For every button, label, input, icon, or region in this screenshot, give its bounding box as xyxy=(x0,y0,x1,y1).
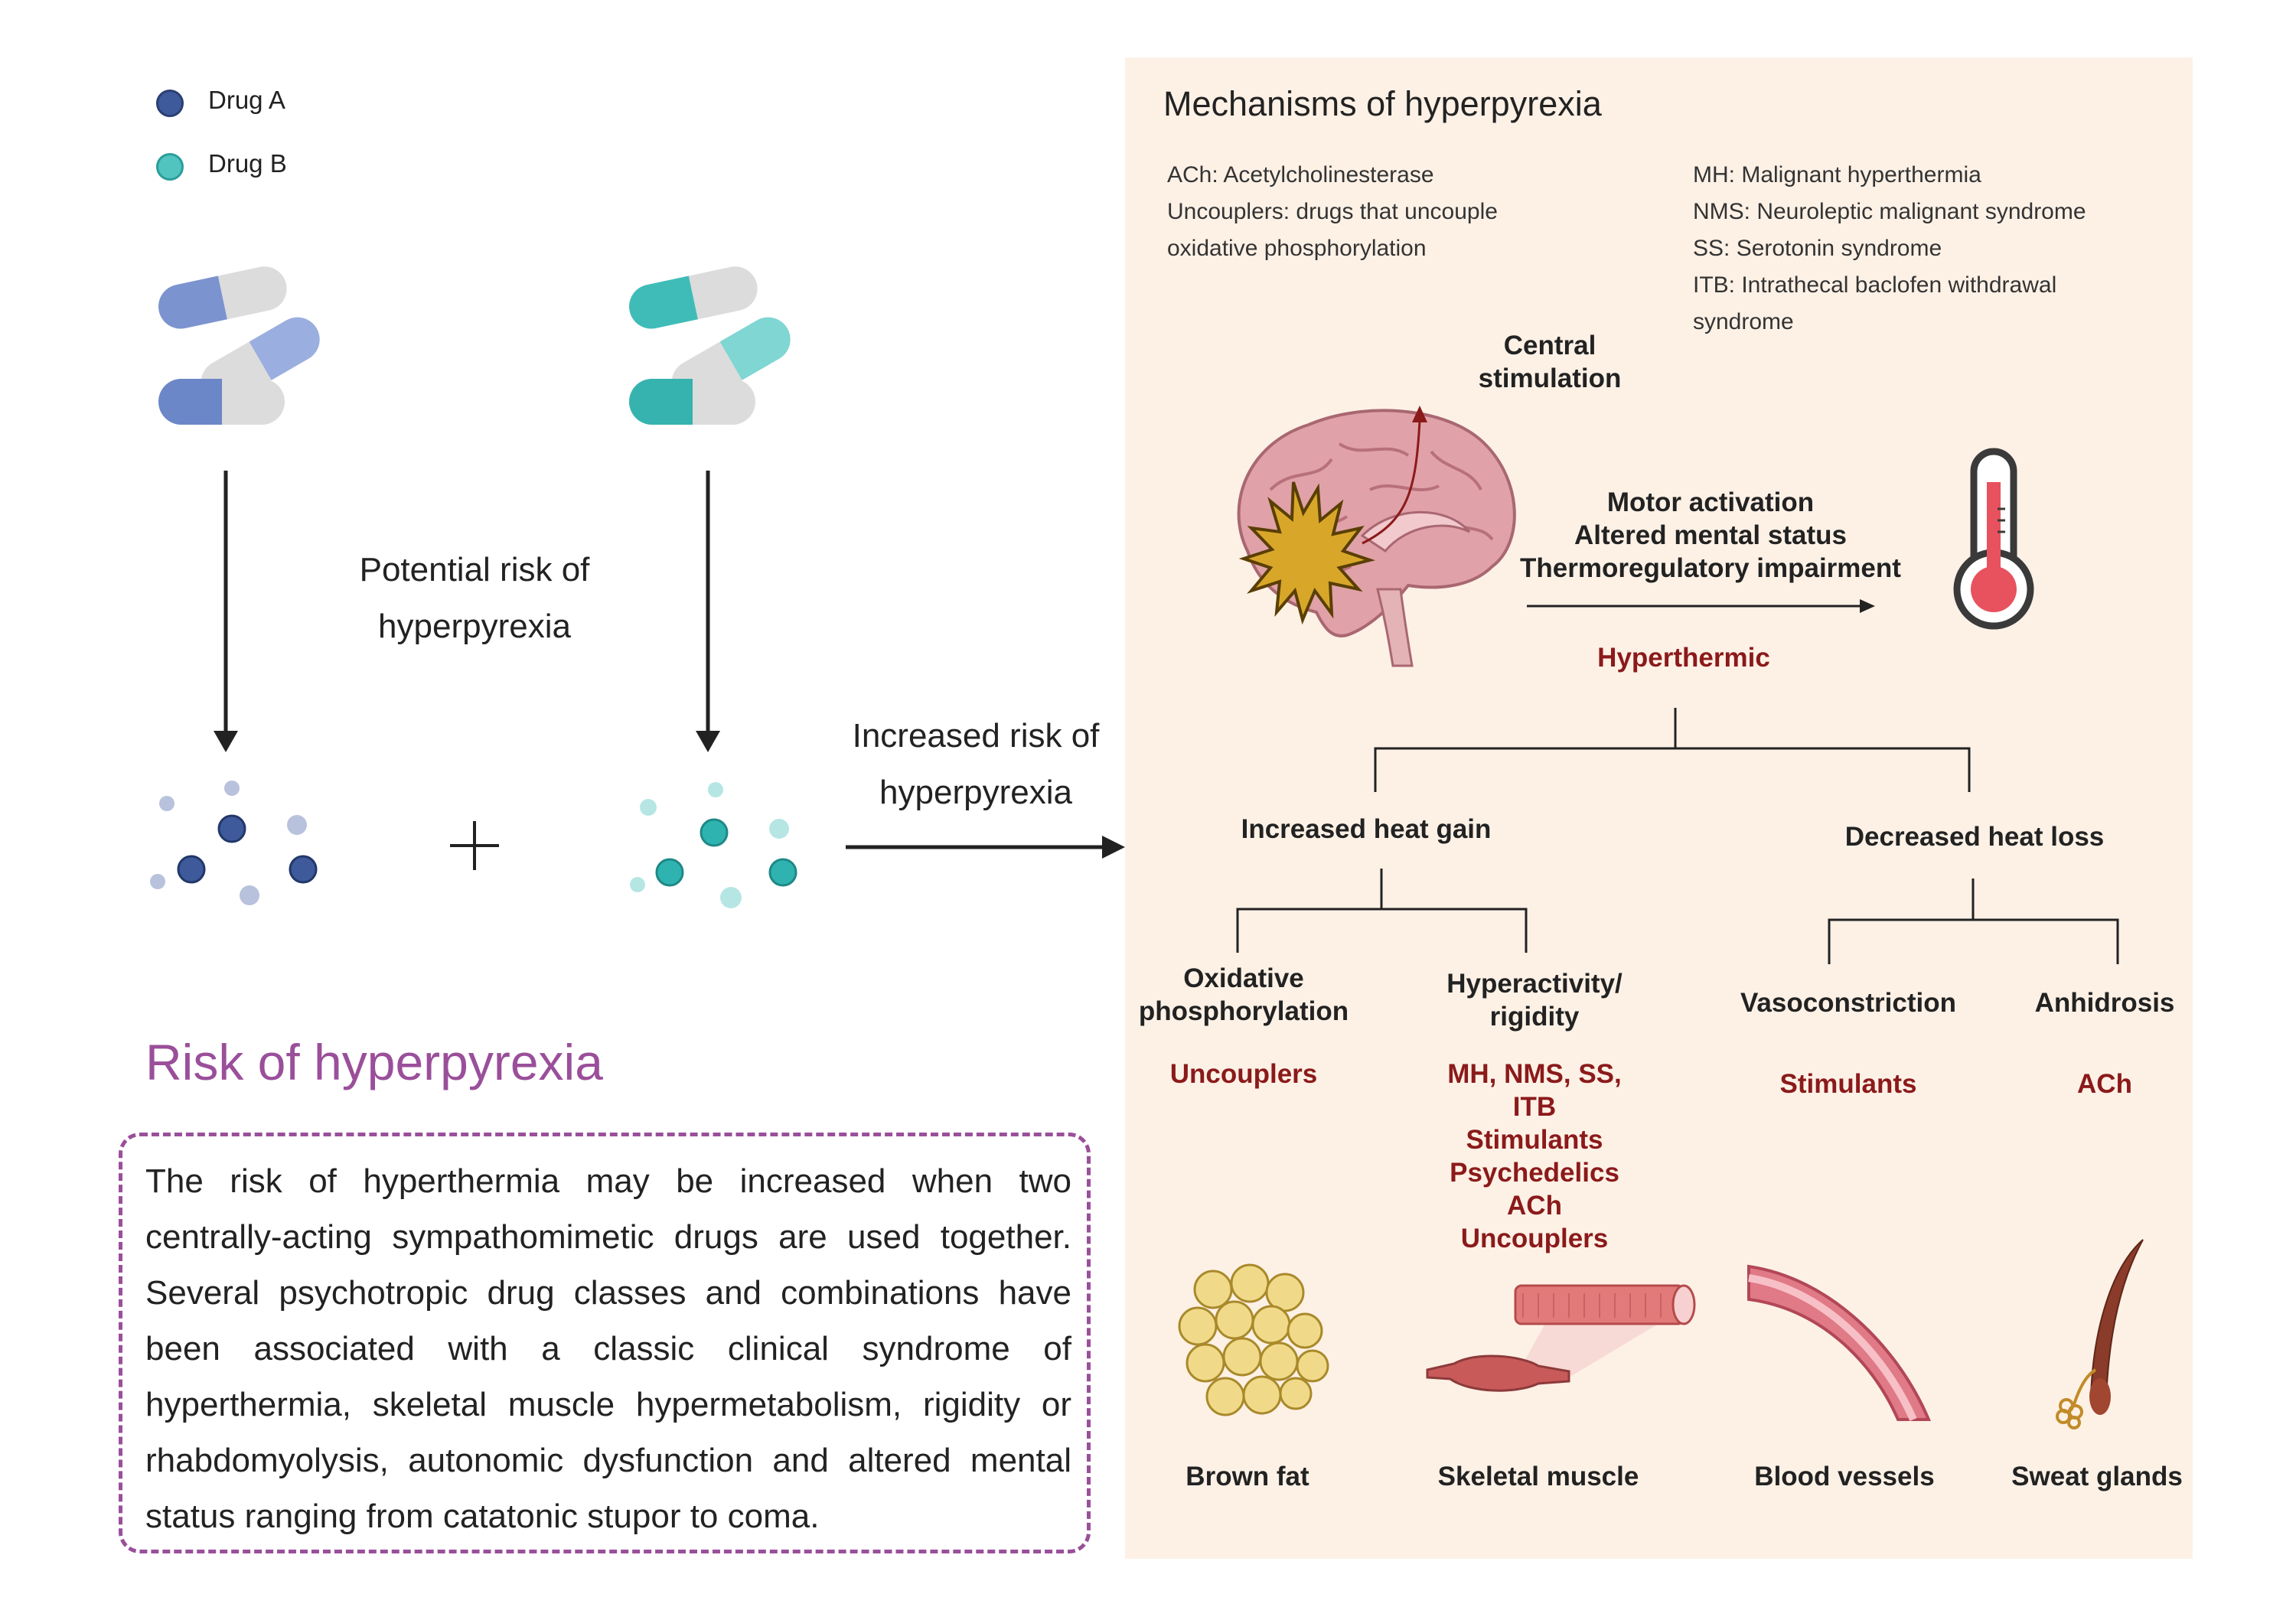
skeletal-muscle-label: Skeletal muscle xyxy=(1437,1462,1639,1491)
sweat-gland-icon xyxy=(2056,1239,2144,1429)
abbr-mh: MH: Malignant hyperthermia xyxy=(1693,162,1981,187)
drug-a-legend-label: Drug A xyxy=(208,86,285,114)
cause-vaso-stimulants: Stimulants xyxy=(1779,1069,1917,1099)
drug-a-particles xyxy=(150,781,318,905)
hyperactivity-rigidity-label: Hyperactivity/ rigidity xyxy=(1446,969,1623,1032)
effect-thermoregulatory-impairment: Thermoregulatory impairment xyxy=(1520,553,1901,583)
drug-b-capsules-icon xyxy=(629,266,791,425)
sweat-glands-label: Sweat glands xyxy=(2011,1462,2183,1491)
cause-anhidrosis-ach: ACh xyxy=(2077,1069,2132,1099)
skeletal-muscle-icon xyxy=(1426,1284,1696,1392)
effects-arrow xyxy=(1527,599,1875,613)
effect-motor-activation: Motor activation xyxy=(1606,487,1815,517)
cause-stimulants: Stimulants xyxy=(1466,1125,1603,1155)
cause-psychedelics: Psychedelics xyxy=(1450,1158,1619,1188)
abbr-itb-cont: syndrome xyxy=(1693,309,1794,334)
abbr-nms: NMS: Neuroleptic malignant syndrome xyxy=(1693,199,2086,224)
abbreviations-right: MH: Malignant hyperthermia NMS: Neurolep… xyxy=(1693,157,2086,341)
combination-right-arrow xyxy=(846,836,1125,859)
central-stimulation-label: Central stimulation xyxy=(1478,331,1622,393)
abbr-ach: ACh: Acetylcholinesterase xyxy=(1167,162,1434,187)
blood-vessel-icon xyxy=(1747,1264,1932,1422)
abbr-itb: ITB: Intrathecal baclofen withdrawal xyxy=(1693,272,2057,298)
mechanisms-title: Mechanisms of hyperpyrexia xyxy=(1163,84,1602,123)
cause-itb: ITB xyxy=(1512,1092,1557,1122)
abbr-uncouplers: Uncouplers: drugs that uncouple xyxy=(1167,199,1498,224)
cause-uncouplers-2: Uncouplers xyxy=(1460,1224,1609,1253)
hyperthermic-label: Hyperthermic xyxy=(1597,643,1770,673)
thermometer-icon xyxy=(1953,448,2034,630)
risk-title: Risk of hyperpyrexia xyxy=(145,1034,603,1090)
plus-icon xyxy=(450,821,499,870)
increased-heat-gain-label: Increased heat gain xyxy=(1241,814,1492,844)
abbr-uncouplers-cont: oxidative phosphorylation xyxy=(1167,236,1427,261)
anhidrosis-label: Anhidrosis xyxy=(2034,988,2175,1018)
vasoconstriction-label: Vasoconstriction xyxy=(1740,988,1957,1018)
brown-fat-label: Brown fat xyxy=(1186,1462,1309,1491)
abbr-ss: SS: Serotonin syndrome xyxy=(1693,236,1942,261)
drug-a-capsules-icon xyxy=(158,266,320,425)
brown-fat-icon xyxy=(1178,1263,1329,1416)
cause-ach: ACh xyxy=(1507,1191,1562,1221)
drug-b-particles xyxy=(630,782,797,908)
decreased-heat-loss-label: Decreased heat loss xyxy=(1844,822,2105,852)
drug-b-legend-dot xyxy=(156,153,184,181)
brain-icon xyxy=(1237,406,1516,667)
risk-description-box: The risk of hyperthermia may be increase… xyxy=(119,1133,1091,1553)
drug-b-legend-label: Drug B xyxy=(208,149,287,178)
cause-mh-nms-ss: MH, NMS, SS, xyxy=(1447,1059,1622,1089)
cause-hyperactivity-list: MH, NMS, SS, ITB Stimulants Psychedelics… xyxy=(1408,1058,1661,1255)
drug-a-down-arrow xyxy=(214,471,238,752)
potential-risk-text: Potential risk of hyperpyrexia xyxy=(359,551,590,645)
blood-vessels-label: Blood vessels xyxy=(1754,1462,1935,1491)
cause-uncouplers: Uncouplers xyxy=(1169,1059,1318,1089)
effects-list: Motor activation Altered mental status T… xyxy=(1519,486,1902,585)
oxidative-phosphorylation-label: Oxidative phosphorylation xyxy=(1138,963,1349,1026)
increased-risk-text: Increased risk of hyperpyrexia xyxy=(852,717,1100,811)
drug-a-legend-dot xyxy=(156,90,184,117)
drug-b-down-arrow xyxy=(696,471,720,752)
abbreviations-left: ACh: Acetylcholinesterase Uncouplers: dr… xyxy=(1167,157,1498,267)
effect-altered-mental-status: Altered mental status xyxy=(1574,520,1847,550)
risk-description-text: The risk of hyperthermia may be increase… xyxy=(145,1162,1071,1535)
